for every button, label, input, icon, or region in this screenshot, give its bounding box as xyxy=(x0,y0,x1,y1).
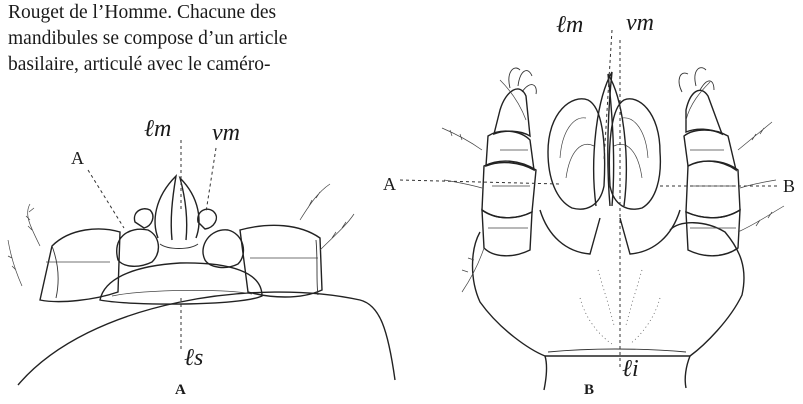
figure-b-label-a: A xyxy=(383,174,396,194)
figure-a-label-ls: ℓs xyxy=(184,345,203,371)
figure-b-label-vm: vm xyxy=(626,10,654,36)
figure-a-caption: A xyxy=(175,382,186,398)
figure-a-label-a: A xyxy=(71,148,84,168)
figure-b-caption: B xyxy=(584,382,594,398)
figure-a-label-lm: ℓm xyxy=(144,116,171,142)
figure-b-label-li: ℓi xyxy=(622,356,639,382)
figure-b-label-lm: ℓm xyxy=(556,12,583,38)
figure-b-label-b: B xyxy=(783,176,795,196)
figure-a-label-vm: vm xyxy=(212,120,240,146)
figure-b-drawing xyxy=(400,30,784,390)
